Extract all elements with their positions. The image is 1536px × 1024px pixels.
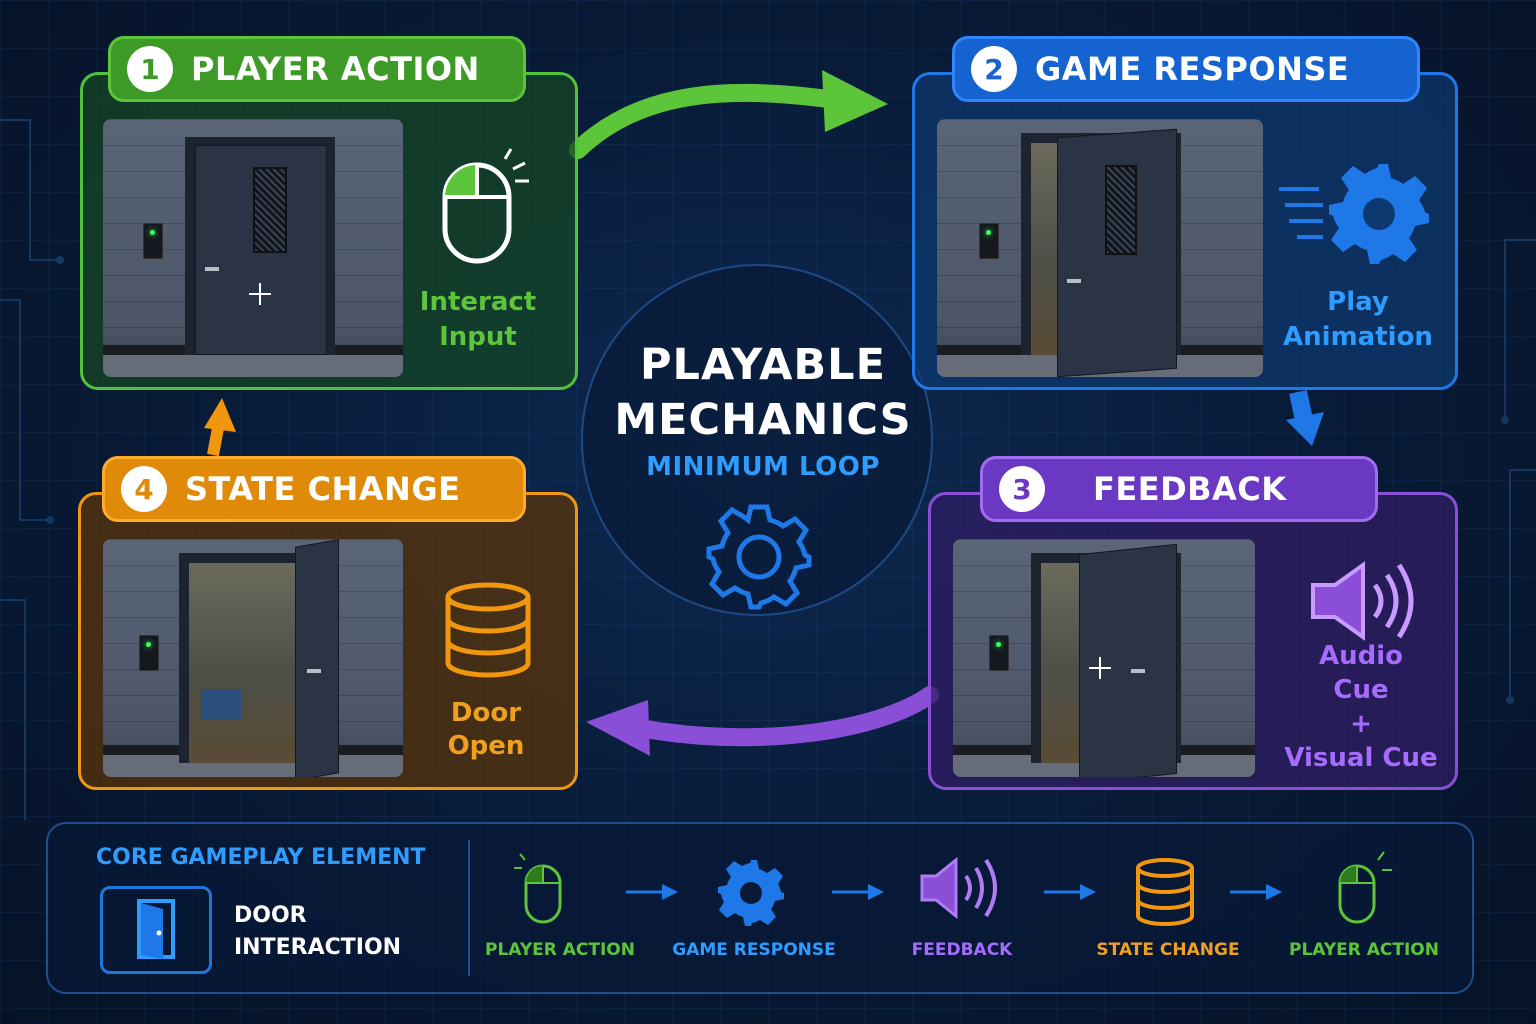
arrow-state-to-player: [207, 426, 224, 457]
step-title: PLAYER ACTION: [191, 50, 480, 88]
flow-label-player-action-repeat: PLAYER ACTION: [1289, 940, 1439, 960]
door-icon-box: [100, 886, 212, 974]
step-number: 2: [971, 46, 1017, 92]
arrow-feedback-to-state: [631, 686, 939, 747]
mouse-icon: [442, 148, 529, 264]
arrow-player-to-response: [569, 83, 844, 159]
step-card-feedback: Audio Cue + Visual Cue: [928, 492, 1458, 790]
flow-label-state-change: STATE CHANGE: [1096, 940, 1240, 960]
database-icon: [445, 582, 531, 678]
arrow-head-blue: [1286, 412, 1324, 446]
step-title: GAME RESPONSE: [1035, 50, 1350, 88]
flow-database-icon: [1136, 858, 1194, 926]
speaker-icon: [1311, 561, 1414, 641]
step-tab-game-response: 2 GAME RESPONSE: [952, 36, 1420, 102]
step-label-interact-input: Interact Input: [419, 287, 537, 352]
flow-label-feedback: FEEDBACK: [911, 940, 1013, 960]
arrow-head-orange: [204, 398, 236, 432]
center-title-line1: PLAYABLE: [640, 340, 886, 390]
step-card-game-response: Play Animation: [912, 72, 1458, 390]
core-element-label: DOOR INTERACTION: [234, 900, 401, 964]
flow-speaker-icon: [920, 856, 997, 920]
center-gear-icon: [706, 504, 812, 610]
step-title: STATE CHANGE: [185, 470, 461, 508]
door-opening-image: [937, 119, 1263, 377]
step-card-player-action: Interact Input: [80, 72, 578, 390]
step-card-state-change: Door Open: [78, 492, 578, 790]
step-label-play-animation: Play Animation: [1283, 287, 1433, 352]
flow-arrow-icon: [1044, 884, 1096, 900]
flow-arrow-icon: [1230, 884, 1282, 900]
arrow-head-green: [822, 70, 888, 132]
panel-divider: [468, 840, 470, 976]
arrow-head-purple: [586, 700, 650, 756]
step-tab-state-change: 4 STATE CHANGE: [102, 456, 526, 522]
core-element-line1: DOOR: [234, 903, 307, 928]
panel-heading: CORE GAMEPLAY ELEMENT: [96, 845, 426, 870]
arrow-response-to-feedback: [1289, 390, 1313, 422]
flow-label-game-response: GAME RESPONSE: [672, 940, 836, 960]
step-label-door-open: Door Open: [447, 698, 525, 761]
step-label-audio-visual-cue: Audio Cue + Visual Cue: [1284, 641, 1438, 773]
core-element-line2: INTERACTION: [234, 935, 402, 960]
step-tab-player-action: 1 PLAYER ACTION: [108, 36, 526, 102]
door-open-image: [103, 539, 403, 777]
flow-arrow-icon: [832, 884, 884, 900]
flow-label-player-action: PLAYER ACTION: [485, 940, 635, 960]
step-tab-feedback: 3 FEEDBACK: [980, 456, 1378, 522]
door-feedback-image: [953, 539, 1255, 777]
step-number: 1: [127, 46, 173, 92]
center-title: PLAYABLE MECHANICS: [583, 338, 943, 448]
step-title: FEEDBACK: [1093, 470, 1287, 508]
center-subtitle: MINIMUM LOOP: [646, 452, 880, 482]
gear-icon: [1279, 164, 1429, 264]
center-circle: [581, 264, 933, 616]
flow-mouse-icon: [514, 853, 562, 924]
door-icon: [137, 899, 175, 959]
step-number: 3: [999, 466, 1045, 512]
step-number: 4: [121, 466, 167, 512]
door-closed-image: [103, 119, 403, 377]
flow-gear-icon: [718, 860, 784, 926]
circuit-traces: [0, 119, 1536, 820]
center-title-line2: MECHANICS: [614, 395, 912, 445]
flow-arrow-icon: [626, 884, 678, 900]
flow-mouse-icon: [1338, 851, 1392, 924]
